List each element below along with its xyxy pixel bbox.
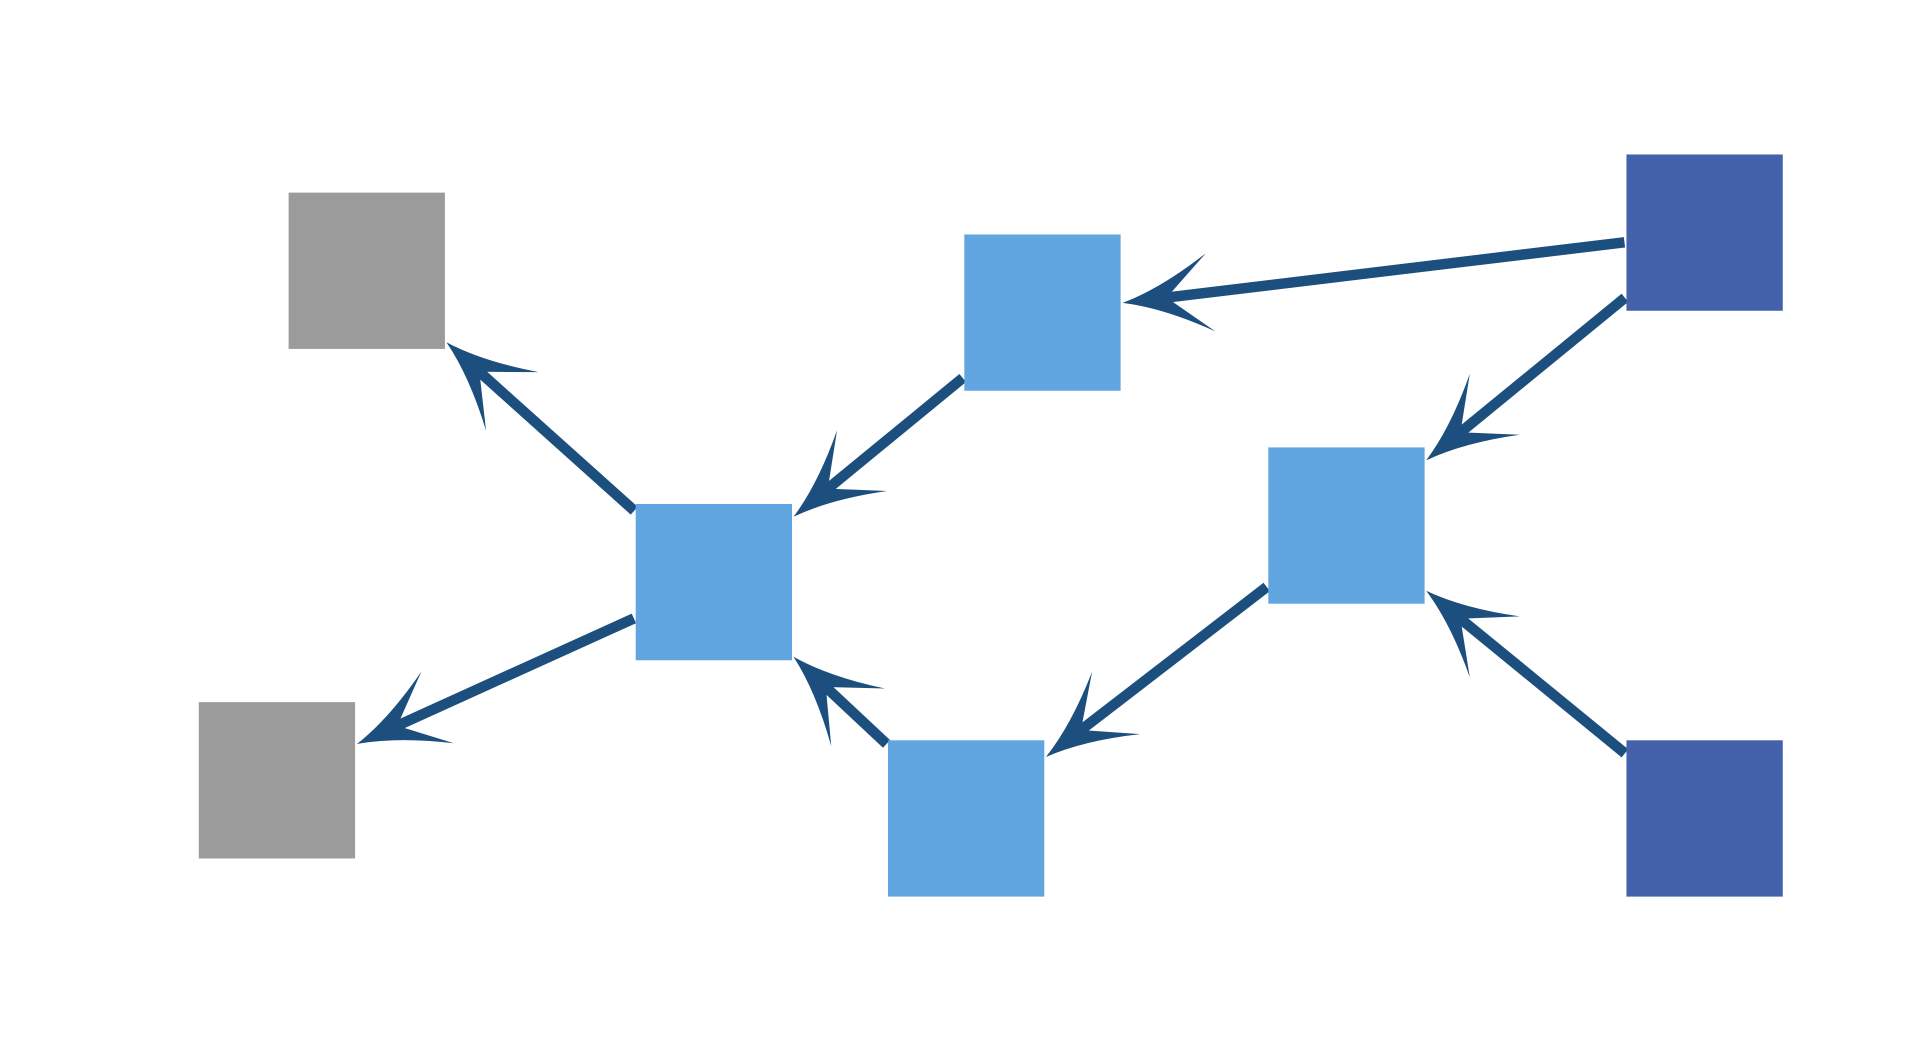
edge-source-top-right-to-intermediate-right [1426, 293, 1629, 461]
arrowhead-icon [446, 342, 539, 431]
edges-layer [356, 237, 1629, 758]
arrowhead-icon [1426, 373, 1520, 461]
edge-line [1077, 582, 1270, 735]
arrowhead-icon [793, 430, 888, 517]
arrowhead-icon [356, 671, 454, 745]
edge-line [822, 683, 891, 748]
node-intermediate-bottom [888, 740, 1045, 897]
edge-hub-center-to-sink-bottom-left [356, 613, 637, 745]
node-source-top-right [1626, 154, 1783, 311]
arrowhead-icon [1122, 253, 1216, 332]
edge-intermediate-right-to-intermediate-bottom [1045, 582, 1270, 758]
edge-hub-center-to-sink-top-left [446, 342, 638, 515]
nodes-layer [198, 154, 1783, 897]
edge-line [475, 367, 638, 515]
edge-line [395, 613, 637, 731]
edge-line [1457, 614, 1629, 758]
node-source-bottom-right [1626, 740, 1783, 897]
node-intermediate-right [1268, 447, 1425, 604]
edge-source-bottom-right-to-intermediate-right [1426, 590, 1629, 758]
node-sink-bottom-left [198, 702, 356, 859]
arrowhead-icon [1426, 590, 1520, 678]
edge-source-top-right-to-intermediate-top [1122, 237, 1626, 332]
edge-line [1457, 293, 1629, 437]
arrowhead-icon [1045, 671, 1141, 758]
arrowhead-icon [793, 656, 886, 747]
node-hub-center [635, 504, 792, 661]
node-sink-top-left [288, 192, 445, 349]
node-intermediate-top [964, 234, 1121, 391]
edge-line [824, 373, 967, 493]
edge-intermediate-bottom-to-hub-center [793, 656, 891, 748]
edge-intermediate-top-to-hub-center [793, 373, 967, 517]
edge-line [1165, 237, 1626, 303]
